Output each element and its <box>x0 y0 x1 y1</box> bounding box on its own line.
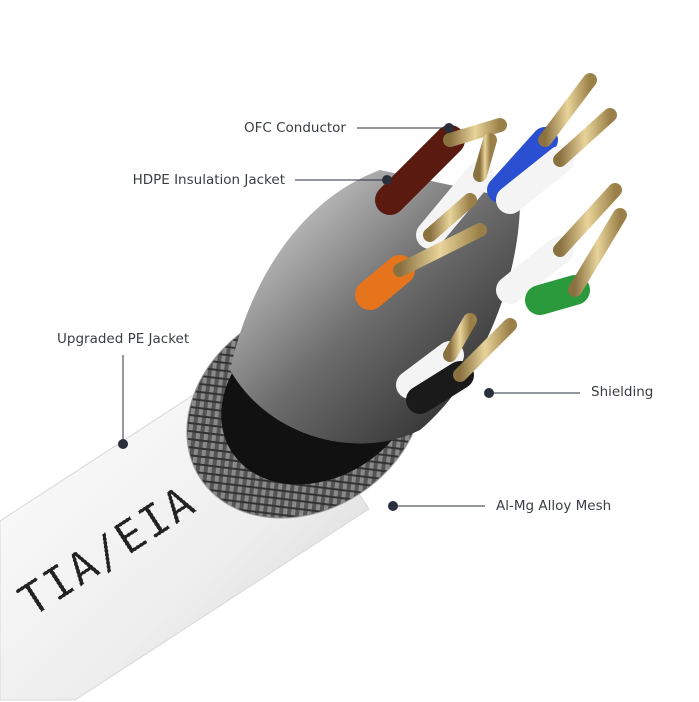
ofc-conductors <box>393 73 627 382</box>
label-al-mg-mesh: Al-Mg Alloy Mesh <box>496 498 612 514</box>
label-ofc-conductor: OFC Conductor <box>243 120 346 136</box>
leader-lines <box>118 123 580 511</box>
label-shielding: Shielding <box>591 384 654 400</box>
wire-pairs <box>355 125 590 414</box>
label-pe-jacket: Upgraded PE Jacket <box>57 331 190 347</box>
label-hdpe-insulation: HDPE Insulation Jacket <box>132 172 285 188</box>
